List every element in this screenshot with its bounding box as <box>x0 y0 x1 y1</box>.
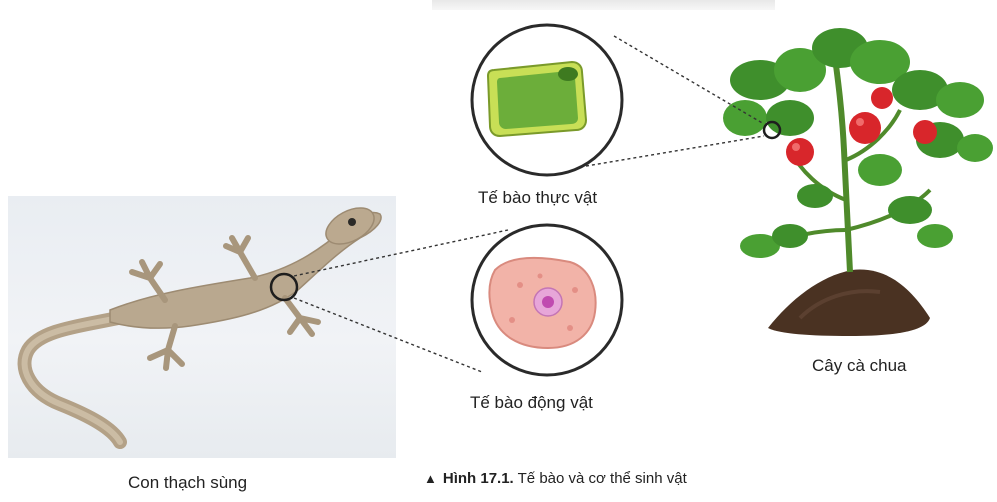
plant-cell-label: Tế bào thực vật <box>478 188 597 208</box>
tomato-label: Cây cà chua <box>812 356 907 376</box>
animal-cell-label: Tế bào động vật <box>470 393 593 413</box>
caption-number: Hình 17.1. <box>443 470 514 487</box>
plant-cell-illustration <box>472 25 622 175</box>
lizard-illustration <box>25 201 381 442</box>
caption-text: Tế bào và cơ thể sinh vật <box>518 470 687 487</box>
tomato-plant-illustration <box>723 28 993 336</box>
figure-caption: ▲ Hình 17.1. Tế bào và cơ thể sinh vật <box>424 470 687 487</box>
caption-triangle-icon: ▲ <box>424 471 437 486</box>
animal-cell-illustration <box>472 225 622 375</box>
lizard-label: Con thạch sùng <box>128 473 247 493</box>
